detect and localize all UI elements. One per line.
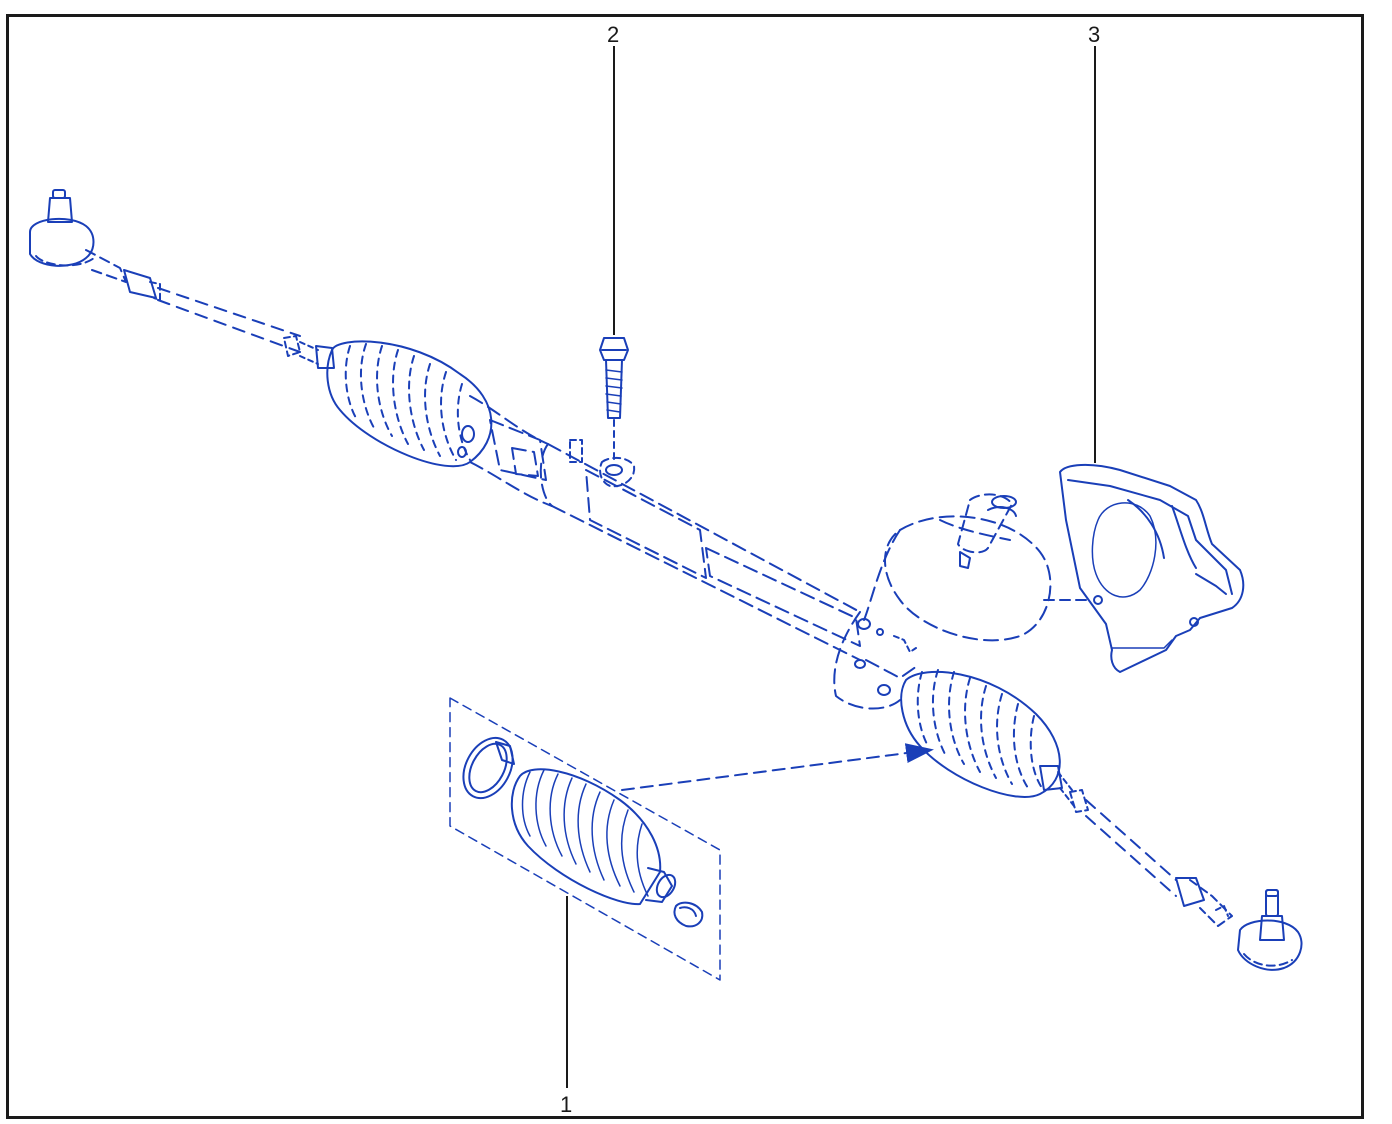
mounting-bolt xyxy=(599,337,629,419)
boot-install-arrow xyxy=(621,743,934,791)
left-boot xyxy=(326,340,493,468)
right-tie-rod xyxy=(1085,799,1177,897)
rack-mounting-bosses xyxy=(457,419,636,488)
boot-clamp xyxy=(462,736,515,800)
callout-2: 2 xyxy=(607,22,619,335)
rack-housing xyxy=(469,395,861,661)
input-shaft xyxy=(957,493,1017,569)
diagram-frame xyxy=(6,14,1364,1119)
callout-1-label: 1 xyxy=(560,1092,572,1117)
boot-small-clamp xyxy=(673,901,704,928)
heat-shield xyxy=(1059,463,1245,673)
replacement-boot xyxy=(510,768,677,906)
callout-3: 3 xyxy=(1088,22,1100,463)
right-tie-rod-end xyxy=(1175,877,1303,971)
left-tie-rod-end xyxy=(29,189,161,301)
right-tie-rod-nut xyxy=(1039,765,1089,813)
left-tie-rod xyxy=(157,287,301,353)
callout-2-label: 2 xyxy=(607,22,619,47)
callout-3-label: 3 xyxy=(1088,22,1100,47)
boot-kit-callout-box xyxy=(449,697,721,981)
callout-1: 1 xyxy=(560,896,572,1117)
left-tie-rod-nut xyxy=(283,335,335,369)
motor-housing xyxy=(833,515,1052,710)
motor-housing-details xyxy=(854,599,1091,696)
right-boot xyxy=(900,669,1061,798)
